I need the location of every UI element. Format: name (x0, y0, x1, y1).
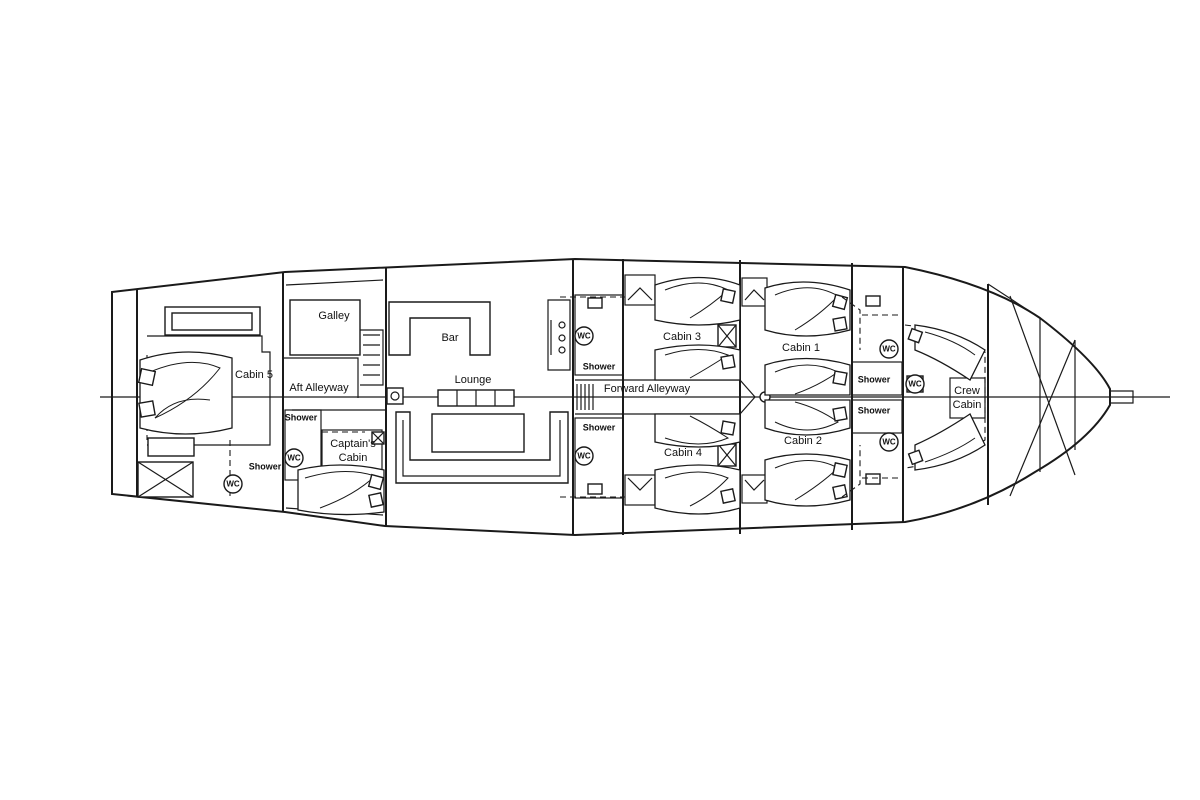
shower-label: Shower (583, 422, 616, 432)
cabin5-label: Cabin 5 (235, 369, 273, 381)
shower-labels: Shower Shower Shower Shower Shower Showe… (249, 361, 891, 471)
wc-icon: WC (879, 339, 899, 359)
cabin4-label: Cabin 4 (664, 447, 702, 459)
wc-symbols: WC WC WC WC WC WC WC (223, 326, 925, 494)
shower-label: Shower (249, 461, 282, 471)
wc-icon: WC (574, 446, 594, 466)
captains-cabin-area (284, 409, 385, 516)
lounge-label: Lounge (455, 374, 492, 386)
svg-text:WC: WC (882, 345, 896, 354)
crew-cabin-label-1: Crew (954, 385, 980, 397)
cabin2-label: Cabin 2 (784, 435, 822, 447)
cabin1-area (741, 277, 861, 396)
svg-text:WC: WC (577, 452, 591, 461)
wc-icon: WC (879, 432, 899, 452)
galley-area (289, 299, 384, 386)
bar-label: Bar (441, 332, 458, 344)
svg-text:WC: WC (287, 454, 301, 463)
cabin1-label: Cabin 1 (782, 342, 820, 354)
svg-text:WC: WC (908, 380, 922, 389)
wc-icon: WC (284, 448, 304, 468)
bow-framing (987, 283, 1076, 497)
aft-alleyway-label: Aft Alleyway (289, 382, 349, 394)
crew-cabin-label-2: Cabin (953, 399, 982, 411)
captains-cabin-label-1: Captain's (330, 438, 376, 450)
room-labels: Galley Bar Lounge Cabin 5 Aft Alleyway C… (235, 310, 981, 464)
captains-cabin-label-2: Cabin (339, 452, 368, 464)
cabin5-bed (137, 351, 233, 435)
shower-label: Shower (285, 412, 318, 422)
wc-icon: WC (905, 374, 925, 394)
shower-label: Shower (583, 361, 616, 371)
bowsprit (1110, 390, 1134, 404)
wc-icon: WC (223, 474, 243, 494)
forward-heads-area (851, 295, 903, 485)
forward-alleyway-label: Forward Alleyway (604, 383, 691, 395)
svg-text:WC: WC (882, 438, 896, 447)
svg-text:WC: WC (226, 480, 240, 489)
svg-text:WC: WC (577, 332, 591, 341)
cabin4-area (624, 413, 741, 515)
shower-label: Shower (858, 374, 891, 384)
galley-label: Galley (318, 310, 350, 322)
cabin3-area (624, 274, 741, 381)
bar-lounge-area (388, 299, 571, 484)
cabin2-area (741, 399, 861, 507)
wc-icon: WC (574, 326, 594, 346)
shower-label: Shower (858, 405, 891, 415)
cabin3-label: Cabin 3 (663, 331, 701, 343)
